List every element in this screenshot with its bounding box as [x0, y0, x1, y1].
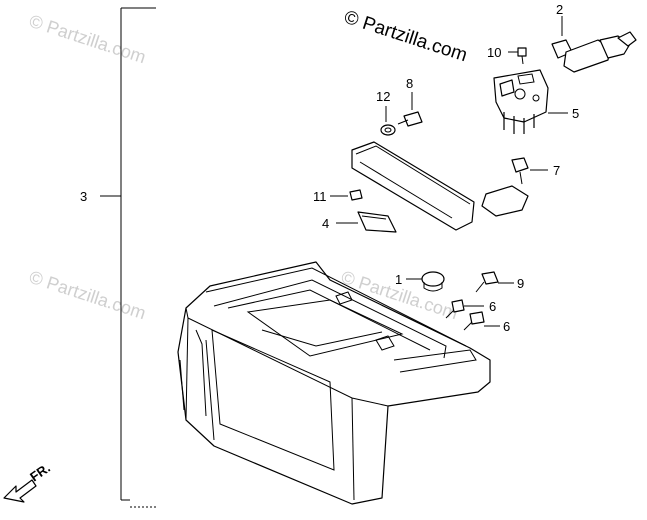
front-arrow-icon — [3, 479, 37, 503]
watermark-middle-left: © Partzilla.com — [27, 267, 149, 324]
callout-9: 9 — [517, 276, 524, 291]
callout-5: 5 — [572, 106, 579, 121]
copyright-text: © Partzilla.com — [341, 7, 469, 67]
part-washer-12 — [380, 106, 396, 136]
part-key-switch — [551, 16, 637, 73]
watermark-top-left: © Partzilla.com — [27, 11, 149, 68]
part-grommet-1 — [406, 271, 445, 292]
part-screw-11 — [330, 189, 363, 201]
part-screw-10 — [508, 47, 527, 65]
part-stay-bracket — [351, 141, 529, 231]
callout-8: 8 — [406, 76, 413, 91]
callout-6a: 6 — [489, 299, 496, 314]
callout-7: 7 — [553, 163, 560, 178]
part-bolt-9 — [475, 271, 514, 293]
part-storage-box — [177, 261, 491, 505]
part-bolt-7 — [511, 157, 548, 185]
part-lock-assembly — [493, 69, 568, 134]
bracket-line — [100, 7, 156, 501]
part-bolt-8 — [397, 92, 423, 127]
callout-11: 11 — [313, 189, 327, 204]
part-cover-4 — [336, 211, 397, 233]
part-bolt-6a — [445, 299, 484, 319]
callout-1: 1 — [395, 272, 402, 287]
part-bolt-6b — [463, 311, 500, 331]
callout-4: 4 — [322, 216, 329, 231]
callout-6b: 6 — [503, 319, 510, 334]
callout-3: 3 — [80, 189, 87, 204]
callout-12: 12 — [376, 89, 390, 104]
callout-2: 2 — [556, 2, 563, 17]
callout-10: 10 — [487, 45, 501, 60]
